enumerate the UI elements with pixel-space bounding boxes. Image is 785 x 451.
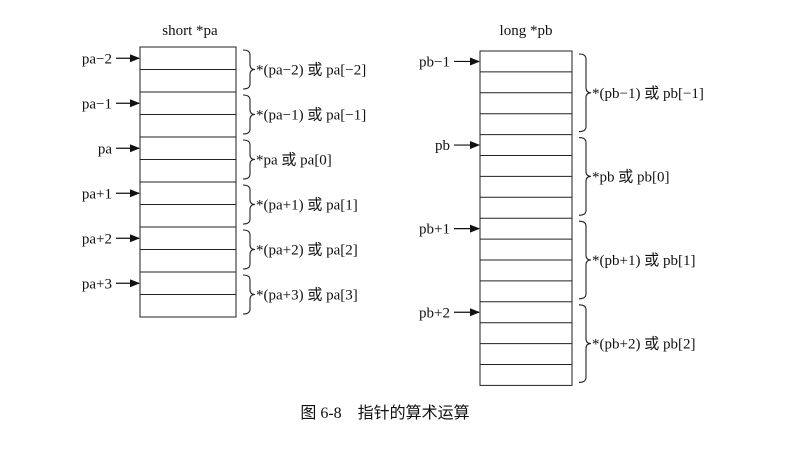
right-pointer-label: pb+2	[419, 305, 450, 321]
right-element-brace	[578, 304, 592, 383]
left-element-expression: *(pa+2) 或 pa[2]	[256, 242, 358, 259]
right-memory-array: pb−1 *(pb−1) 或 pb[−1] pb *pb 或 pb[0] pb+1 *(p…	[419, 50, 704, 386]
left-element-expression: *(pa+3) 或 pa[3]	[256, 287, 358, 304]
left-pointer-label: pa+1	[82, 186, 112, 202]
right-pointer-label: pb−1	[419, 54, 450, 70]
left-pointer-label: pa−1	[82, 96, 112, 112]
left-element-brace	[242, 229, 256, 270]
left-title: short *pa	[162, 23, 218, 39]
right-title: long *pb	[500, 23, 553, 39]
left-element-brace	[242, 94, 256, 135]
left-element-brace	[242, 274, 256, 315]
left-pointer-label: pa−2	[82, 51, 112, 67]
left-element-brace	[242, 184, 256, 225]
left-pointer-label: pa+2	[82, 231, 112, 247]
left-element-expression: *(pa−2) 或 pa[−2]	[256, 62, 366, 79]
right-element-expression: *(pb+2) 或 pb[2]	[592, 336, 695, 353]
right-element-expression: *(pb−1) 或 pb[−1]	[592, 85, 704, 102]
figure-caption: 图 6-8 指针的算术运算	[300, 403, 469, 422]
right-element-brace	[578, 137, 592, 216]
left-element-brace	[242, 49, 256, 90]
left-element-expression: *(pa−1) 或 pa[−1]	[256, 107, 366, 124]
left-memory-array: pa−2 *(pa−2) 或 pa[−2] pa−1 *(pa−1) 或 pa[−1]…	[82, 46, 366, 318]
right-pointer-label: pb+1	[419, 222, 450, 238]
left-pointer-label: pa+3	[82, 276, 112, 292]
left-element-expression: *(pa+1) 或 pa[1]	[256, 197, 358, 214]
right-element-expression: *(pb+1) 或 pb[1]	[592, 252, 695, 269]
right-pointer-label: pb	[435, 138, 450, 154]
left-element-expression: *pa 或 pa[0]	[256, 152, 332, 169]
right-element-expression: *pb 或 pb[0]	[592, 168, 670, 185]
right-element-brace	[578, 53, 592, 133]
left-element-brace	[242, 139, 256, 180]
left-pointer-label: pa	[98, 141, 113, 157]
right-element-brace	[578, 220, 592, 300]
